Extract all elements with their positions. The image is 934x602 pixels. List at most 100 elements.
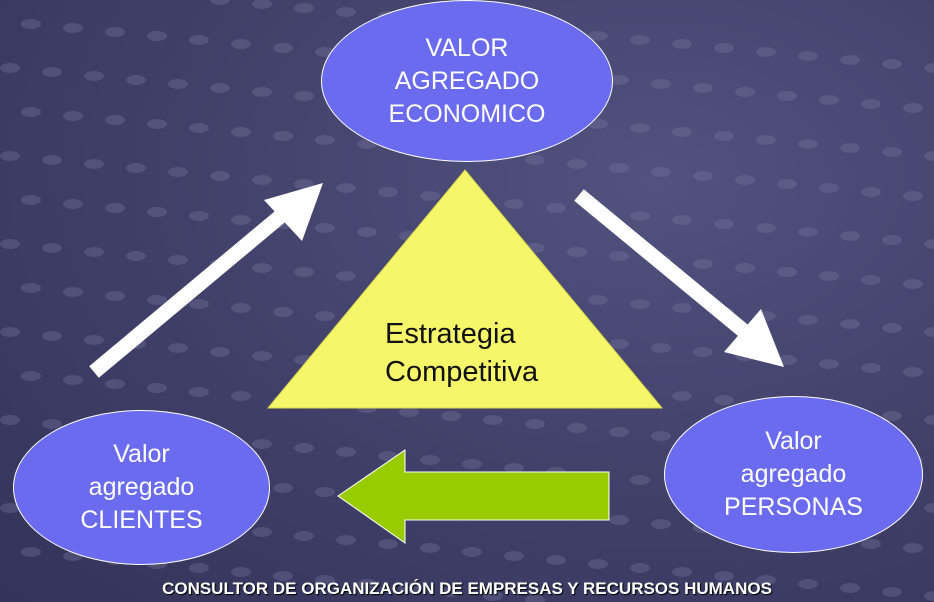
background-dot xyxy=(294,179,314,189)
background-dot xyxy=(714,131,734,141)
background-dot xyxy=(105,115,125,125)
background-dot xyxy=(63,23,83,33)
background-dot xyxy=(651,167,671,177)
background-dot xyxy=(630,35,650,45)
background-dot xyxy=(63,375,83,385)
background-dot xyxy=(777,179,797,189)
background-dot xyxy=(546,203,566,213)
background-dot xyxy=(798,315,818,325)
background-dot xyxy=(210,83,230,93)
background-dot xyxy=(924,415,934,425)
background-dot xyxy=(882,411,902,421)
background-dot xyxy=(84,335,104,345)
background-dot xyxy=(273,131,293,141)
background-dot xyxy=(231,303,251,313)
strategy-label-line-2: Competitiva xyxy=(385,356,539,388)
background-dot xyxy=(840,143,860,153)
background-dot xyxy=(231,567,251,577)
background-dot xyxy=(756,575,776,585)
background-dot xyxy=(861,539,881,549)
node-left-line-2: agregado xyxy=(88,473,195,501)
background-dot xyxy=(0,239,20,249)
background-dot xyxy=(588,31,608,41)
strategy-label: Estrategia Competitiva xyxy=(385,315,538,391)
background-dot xyxy=(651,79,671,89)
arrow-clientes-to-economico xyxy=(89,183,323,378)
background-dot xyxy=(231,39,251,49)
background-dot xyxy=(189,563,209,573)
background-dot xyxy=(105,27,125,37)
background-dot xyxy=(336,535,356,545)
background-dot xyxy=(756,223,776,233)
background-dot xyxy=(483,591,503,601)
background-dot xyxy=(609,427,629,437)
background-dot xyxy=(420,191,440,201)
background-dot xyxy=(399,583,419,593)
background-dot xyxy=(147,383,167,393)
background-dot xyxy=(483,415,503,425)
background-dot xyxy=(42,419,62,429)
background-dot xyxy=(63,199,83,209)
background-dot xyxy=(294,267,314,277)
background-dot xyxy=(0,415,20,425)
background-dot xyxy=(336,7,356,17)
strategy-label-line-1: Estrategia xyxy=(385,318,516,350)
background-dot xyxy=(315,223,335,233)
background-dot xyxy=(924,63,934,73)
node-top-line-1: VALOR xyxy=(425,33,509,62)
background-dot xyxy=(252,351,272,361)
background-dot xyxy=(672,567,692,577)
node-right-line-1: Valor xyxy=(765,427,822,455)
background-dot xyxy=(168,255,188,265)
arrow-economico-to-personas xyxy=(574,189,784,367)
background-dot xyxy=(924,151,934,161)
background-dot xyxy=(441,587,461,597)
background-dot xyxy=(672,303,692,313)
background-dot xyxy=(21,195,41,205)
background-dot xyxy=(105,291,125,301)
background-dot xyxy=(357,227,377,237)
background-dot xyxy=(42,155,62,165)
background-dot xyxy=(693,347,713,357)
background-dot xyxy=(189,299,209,309)
background-dot xyxy=(525,595,545,602)
node-left-line-3: CLIENTES xyxy=(80,506,203,534)
background-dot xyxy=(315,487,335,497)
background-dot xyxy=(252,0,272,9)
background-dot xyxy=(252,527,272,537)
background-dot xyxy=(336,271,356,281)
background-dot xyxy=(525,155,545,165)
background-dot xyxy=(882,587,902,597)
background-dot xyxy=(336,183,356,193)
background-dot xyxy=(168,79,188,89)
background-dot xyxy=(21,371,41,381)
background-dot xyxy=(105,379,125,389)
background-dot xyxy=(504,551,524,561)
background-dot xyxy=(735,263,755,273)
background-dot xyxy=(693,83,713,93)
background-dot xyxy=(252,263,272,273)
background-dot xyxy=(903,543,923,553)
background-dot xyxy=(0,503,20,513)
background-dot xyxy=(840,319,860,329)
background-dot xyxy=(210,171,230,181)
background-dot xyxy=(924,239,934,249)
background-dot xyxy=(504,463,524,473)
background-dot xyxy=(798,227,818,237)
background-dot xyxy=(672,391,692,401)
background-dot xyxy=(882,147,902,157)
node-right-line-2: agregado xyxy=(740,460,847,488)
background-dot xyxy=(210,347,230,357)
background-dot xyxy=(168,167,188,177)
background-dot xyxy=(609,163,629,173)
background-dot xyxy=(294,91,314,101)
background-dot xyxy=(840,55,860,65)
background-dot xyxy=(147,31,167,41)
background-dot xyxy=(861,275,881,285)
background-dot xyxy=(252,87,272,97)
background-dot xyxy=(147,207,167,217)
background-dot xyxy=(273,307,293,317)
background-dot xyxy=(672,39,692,49)
background-dot xyxy=(189,123,209,133)
